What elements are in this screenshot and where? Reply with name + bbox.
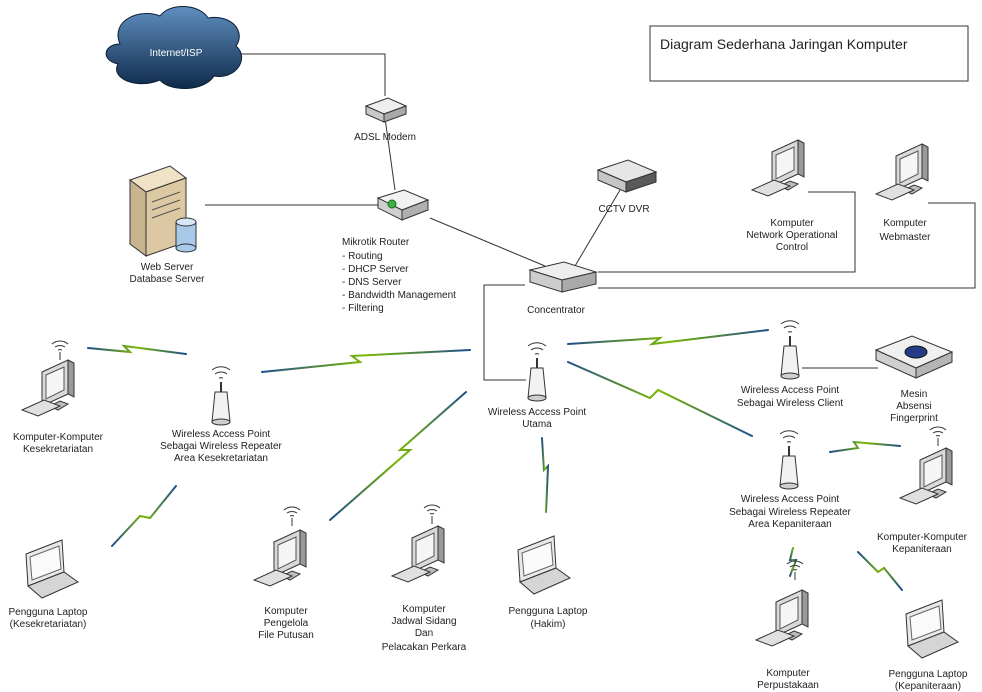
pc-file-icon (253, 529, 307, 587)
ap-kesek-label-1: Wireless Access Point (172, 429, 271, 440)
pc-file-label-3: File Putusan (258, 630, 314, 641)
laptop-kesek-icon (25, 539, 79, 599)
pc-perpus-label-1: Komputer (766, 668, 810, 679)
router-icon (376, 189, 430, 221)
pc-perpus-icon (755, 589, 809, 647)
noc-label-3: Control (776, 242, 808, 253)
svg-text:- Bandwidth Management: - Bandwidth Management (342, 290, 456, 301)
ap-client-label-2: Sebagai Wireless Client (737, 398, 843, 409)
repeater-ap-kepan-icon (779, 429, 799, 490)
pc-jadwal-label-2: Jadwal Sidang (391, 616, 456, 627)
svg-text:Mikrotik Router: Mikrotik Router (342, 237, 410, 248)
pc-jadwal-label-1: Komputer (402, 604, 446, 615)
wireless-links (87, 329, 903, 591)
fingerprint-label-3: Fingerprint (890, 413, 938, 424)
ap-kepan-label-2: Sebagai Wireless Repeater (729, 507, 851, 518)
cctv-dvr-icon (596, 159, 658, 193)
ap-main-label-2: Utama (522, 419, 552, 430)
adsl-modem-icon (364, 97, 408, 123)
router-label: Mikrotik Router - Routing - DHCP Server … (342, 237, 456, 314)
repeater-ap-kesek-icon (211, 365, 231, 426)
fingerprint-label-1: Mesin (901, 389, 928, 400)
fingerprint-machine-icon (874, 335, 954, 379)
antenna-icon (929, 426, 947, 447)
ap-kepan-label-3: Area Kepaniteraan (748, 519, 831, 530)
internet-label: Internet/ISP (150, 48, 203, 59)
noc-label-1: Komputer (770, 218, 814, 229)
diagram-title: Diagram Sederhana Jaringan Komputer (660, 36, 908, 52)
ap-kepan-label-1: Wireless Access Point (741, 494, 840, 505)
laptop-hakim-label-1: Pengguna Laptop (509, 606, 588, 617)
svg-text:- DNS Server: - DNS Server (342, 277, 402, 288)
cctv-label: CCTV DVR (598, 204, 649, 215)
pc-jadwal-label-3: Dan (415, 628, 433, 639)
title-box (649, 25, 969, 82)
fingerprint-label-2: Absensi (896, 401, 932, 412)
pc-kesek-icon (21, 359, 75, 417)
ap-kesek-label-3: Area Kesekretariatan (174, 453, 268, 464)
antenna-icon (423, 504, 441, 525)
ap-kesek-label-2: Sebagai Wireless Repeater (160, 441, 282, 452)
laptop-kepan-icon (905, 599, 959, 659)
laptop-kepan-label-2: (Kepaniteraan) (895, 681, 961, 692)
concentrator-label: Concentrator (527, 305, 585, 316)
pc-kesek-label-2: Kesekretariatan (23, 444, 93, 455)
pc-file-label-2: Pengelola (264, 618, 309, 629)
ap-main-label-1: Wireless Access Point (488, 407, 587, 418)
pc-file-label-1: Komputer (264, 606, 308, 617)
laptop-kesek-label-2: (Kesekretariatan) (10, 619, 87, 630)
antenna-icon (283, 506, 301, 527)
concentrator-icon (528, 261, 598, 293)
client-access-point-icon (780, 319, 800, 380)
pc-kepan-label-1: Komputer-Komputer (877, 532, 968, 543)
laptop-kepan-label-1: Pengguna Laptop (889, 669, 968, 680)
pc-kepan-icon (899, 447, 953, 505)
database-icon (175, 217, 197, 253)
noc-label-2: Network Operational (746, 230, 837, 241)
laptop-hakim-label-2: (Hakim) (531, 619, 566, 630)
pc-kesek-label-1: Komputer-Komputer (13, 432, 104, 443)
internet-cloud: Internet/ISP (105, 6, 242, 90)
pc-jadwal-icon (391, 525, 445, 583)
svg-text:- Filtering: - Filtering (342, 303, 384, 314)
webmaster-label-1: Komputer (883, 218, 927, 229)
webmaster-computer-icon (875, 143, 929, 201)
antenna-icon (51, 340, 69, 361)
main-access-point-icon (527, 341, 547, 402)
pc-jadwal-label-4: Pelacakan Perkara (382, 642, 467, 653)
ap-client-label-1: Wireless Access Point (741, 385, 840, 396)
adsl-modem-label: ADSL Modem (354, 132, 416, 143)
pc-kepan-label-2: Kepaniteraan (892, 544, 952, 555)
webserver-label-2: Database Server (129, 274, 205, 285)
wired-links (205, 53, 976, 381)
svg-text:- DHCP Server: - DHCP Server (342, 264, 409, 275)
pc-perpus-label-2: Perpustakaan (757, 680, 819, 691)
laptop-kesek-label-1: Pengguna Laptop (9, 607, 88, 618)
svg-text:- Routing: - Routing (342, 251, 383, 262)
webmaster-label-2: Webmaster (880, 232, 932, 243)
webserver-label-1: Web Server (141, 262, 194, 273)
laptop-hakim-icon (517, 535, 571, 595)
noc-computer-icon (751, 139, 805, 197)
